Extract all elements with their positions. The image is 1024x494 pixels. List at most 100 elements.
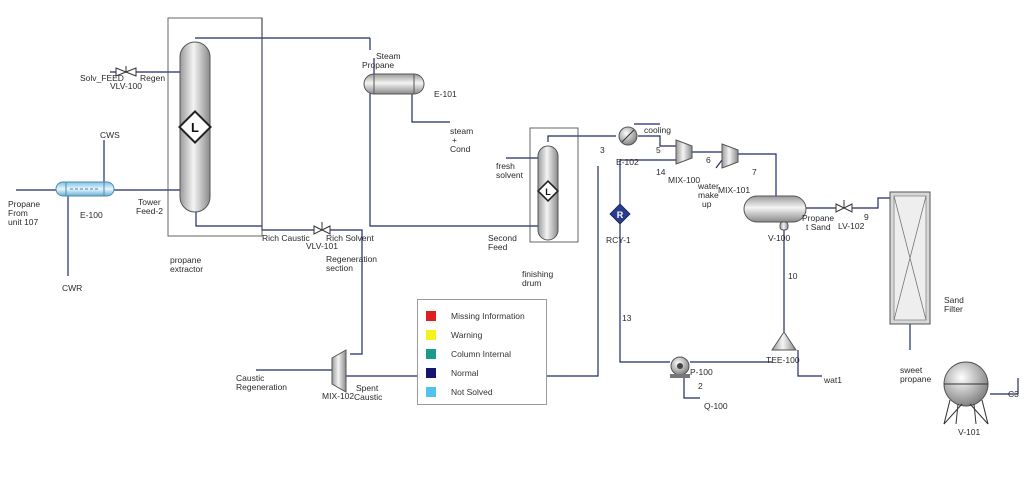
label-cws: CWS bbox=[100, 130, 120, 140]
label-wat1: wat1 bbox=[824, 375, 842, 385]
vessel-e101[interactable] bbox=[363, 73, 425, 95]
finishing-drum-outline bbox=[529, 127, 579, 243]
stream-rich-solvent[interactable] bbox=[330, 229, 363, 355]
label-propane-from-1: Propane bbox=[8, 199, 41, 209]
label-stream-3: 3 bbox=[600, 145, 605, 155]
svg-text:L: L bbox=[545, 187, 551, 197]
mixer-mix101[interactable] bbox=[721, 143, 739, 169]
label-propane-extractor-1: propane bbox=[170, 255, 202, 265]
stream-water-makeup[interactable] bbox=[715, 159, 723, 169]
label-stream-9: 9 bbox=[864, 212, 869, 222]
separator-v100[interactable] bbox=[743, 195, 807, 231]
stream-second-feed[interactable] bbox=[369, 92, 538, 227]
legend-item: Column Internal bbox=[426, 348, 511, 360]
label-propane-top: Propane bbox=[362, 60, 395, 70]
stream-rich-caustic[interactable] bbox=[195, 212, 314, 231]
stream-7[interactable] bbox=[738, 153, 777, 196]
stream-3[interactable] bbox=[547, 135, 616, 142]
label-vlv100: VLV-100 bbox=[110, 81, 142, 91]
pump-p100[interactable] bbox=[670, 356, 690, 378]
legend-item: Missing Information bbox=[426, 310, 525, 322]
stream-wat1[interactable] bbox=[797, 350, 822, 377]
label-stream-10: 10 bbox=[788, 271, 798, 281]
legend-label: Not Solved bbox=[451, 387, 493, 397]
label-propane-sand-1: Propane bbox=[802, 213, 835, 223]
legend-swatch bbox=[426, 387, 436, 397]
legend-item: Not Solved bbox=[426, 386, 493, 398]
legend-item: Warning bbox=[426, 329, 482, 341]
finishing-drum-column[interactable]: L bbox=[536, 145, 560, 241]
label-second-feed-2: Feed bbox=[488, 242, 508, 252]
label-e101: E-101 bbox=[434, 89, 457, 99]
sand-filter[interactable] bbox=[889, 191, 931, 325]
stream-2[interactable] bbox=[683, 376, 700, 399]
label-tee100: TEE-100 bbox=[766, 355, 800, 365]
mixer-mix102[interactable] bbox=[331, 349, 347, 393]
svg-text:R: R bbox=[617, 210, 624, 220]
label-stream-6: 6 bbox=[706, 155, 711, 165]
label-mix101: MIX-101 bbox=[718, 185, 751, 195]
svg-text:L: L bbox=[191, 120, 199, 135]
label-water-makeup-1: water bbox=[698, 181, 719, 191]
legend-label: Missing Information bbox=[451, 311, 525, 321]
sphere-v101[interactable] bbox=[943, 361, 989, 425]
label-steam-cond-3: Cond bbox=[450, 144, 471, 154]
legend-swatch bbox=[426, 311, 436, 321]
label-cwr: CWR bbox=[62, 283, 83, 293]
label-tower-feed-2: Feed-2 bbox=[136, 206, 163, 216]
label-e100: E-100 bbox=[80, 210, 103, 220]
cooler-e102[interactable] bbox=[618, 126, 638, 146]
stream-steam-cond[interactable] bbox=[411, 92, 450, 123]
label-sand-filter-2: Filter bbox=[944, 304, 963, 314]
label-propane-from-2: From bbox=[8, 208, 28, 218]
label-steam: Steam bbox=[376, 51, 401, 61]
label-e102: E-102 bbox=[616, 157, 639, 167]
legend-label: Normal bbox=[451, 368, 479, 378]
label-second-feed-1: Second bbox=[488, 233, 517, 243]
label-steam-cond-2: + bbox=[452, 135, 457, 145]
mixer-mix100[interactable] bbox=[675, 139, 693, 165]
label-regen: Regen bbox=[140, 73, 166, 83]
propane-extractor-column[interactable]: L bbox=[178, 41, 212, 213]
legend-label: Column Internal bbox=[451, 349, 512, 359]
valve-vlv100[interactable] bbox=[115, 66, 137, 77]
valve-vlv101[interactable] bbox=[313, 222, 331, 235]
label-p100: P-100 bbox=[690, 367, 713, 377]
label-finishing-drum-1: finishing bbox=[522, 269, 554, 279]
stream-5[interactable] bbox=[638, 135, 676, 147]
recycle-rcy1[interactable]: R bbox=[609, 203, 631, 225]
label-v100: V-100 bbox=[768, 233, 791, 243]
heat-exchanger-e100[interactable] bbox=[55, 181, 115, 197]
label-spent-caustic-1: Spent bbox=[356, 383, 379, 393]
legend-label: Warning bbox=[451, 330, 483, 340]
label-cooling: cooling bbox=[644, 125, 671, 135]
stream-9[interactable] bbox=[852, 197, 890, 209]
label-regeneration-1: Regeneration bbox=[326, 254, 378, 264]
extractor-outline bbox=[167, 17, 263, 237]
label-vlv102: LV-102 bbox=[838, 221, 865, 231]
label-rich-solvent: Rich Solvent bbox=[326, 233, 374, 243]
label-tower-feed-1: Tower bbox=[138, 197, 161, 207]
label-v101: V-101 bbox=[958, 427, 981, 437]
tee-tee100[interactable] bbox=[771, 331, 797, 351]
label-mix100: MIX-100 bbox=[668, 175, 701, 185]
label-rcy1: RCY-1 bbox=[606, 235, 631, 245]
label-steam-cond-1: steam bbox=[450, 126, 474, 136]
status-legend: Missing Information Warning Column Inter… bbox=[417, 299, 547, 405]
valve-vlv102[interactable] bbox=[835, 200, 853, 213]
label-fresh-solvent-1: fresh bbox=[496, 161, 515, 171]
label-water-makeup-3: up bbox=[702, 199, 712, 209]
label-stream-14: 14 bbox=[656, 167, 666, 177]
label-solv-feed: Solv_FEED bbox=[80, 73, 124, 83]
label-propane-sand-2: t Sand bbox=[806, 222, 831, 232]
legend-swatch bbox=[426, 368, 436, 378]
label-q100: Q-100 bbox=[704, 401, 728, 411]
label-sweet-propane-1: sweet bbox=[900, 365, 923, 375]
stream-13[interactable] bbox=[619, 222, 670, 363]
label-sand-filter-1: Sand bbox=[944, 295, 964, 305]
label-c3: C3 bbox=[1008, 389, 1019, 399]
label-vlv101: VLV-101 bbox=[306, 241, 338, 251]
label-propane-from-3: unit 107 bbox=[8, 217, 39, 227]
label-water-makeup-2: make bbox=[698, 190, 719, 200]
label-stream-5: 5 bbox=[656, 145, 661, 155]
